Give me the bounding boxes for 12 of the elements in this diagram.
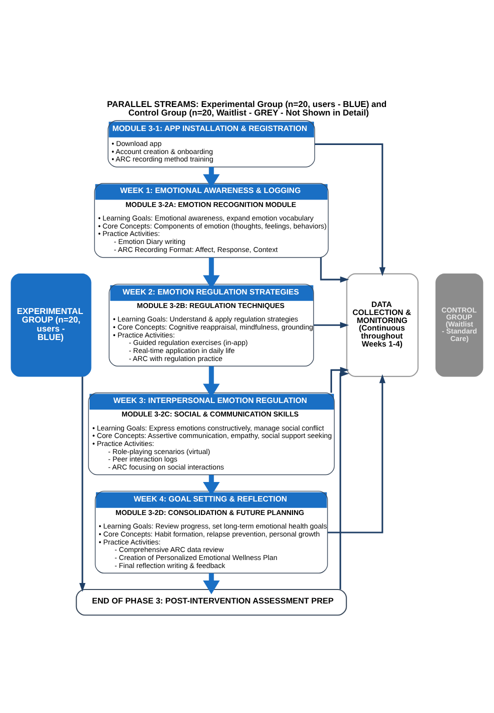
arrow: [320, 258, 350, 283]
node-box: DATA COLLECTION & MONITORING (Continuous throughout Weeks 1-4): [346, 273, 419, 377]
arrow: [340, 370, 350, 590]
arrow: [314, 322, 349, 328]
arrow: [79, 376, 86, 592]
arrow: [330, 366, 349, 393]
arrow: [203, 573, 220, 594]
node-box: END OF PHASE 3: POST-INTERVENTION ASSESSMENT PREP: [76, 588, 347, 616]
node-box: EXPERIMENTAL GROUP (n=20, users - BLUE): [10, 273, 92, 377]
arrow: [314, 143, 386, 276]
diagram-title: PARALLEL STREAMS: Experimental Group (n=20, users - BLUE) and Control Group (n=20, Waitlist - GREY - Not Shown in Detail): [106, 98, 387, 118]
arrow: [328, 374, 386, 534]
